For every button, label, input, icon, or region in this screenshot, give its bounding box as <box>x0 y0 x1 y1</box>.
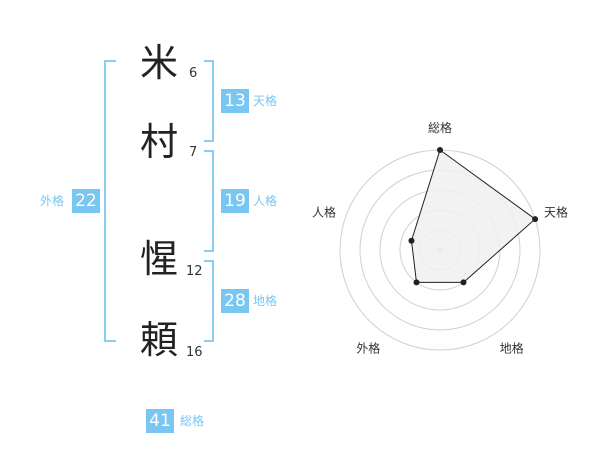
tenkaku-label: 天格 <box>253 94 278 108</box>
gaikaku-label: 外格 <box>40 194 65 208</box>
radar-point-1 <box>437 147 443 153</box>
name-char-1-strokes: 6 <box>189 66 198 81</box>
gaikaku-bracket <box>104 60 116 342</box>
radar-axis-label-3: 地格 <box>500 341 524 356</box>
name-char-4-strokes: 16 <box>186 345 203 360</box>
soukaku-value: 41 <box>146 409 174 433</box>
jinkaku-value: 19 <box>221 189 249 213</box>
chikaku-bracket <box>204 260 214 342</box>
radar-point-2 <box>532 216 539 223</box>
jinkaku-bracket <box>204 150 214 252</box>
tenkaku-bracket <box>204 60 214 142</box>
gaikaku-value: 22 <box>72 189 100 213</box>
tenkaku-value: 13 <box>221 89 249 113</box>
name-char-1: 米 <box>139 41 178 85</box>
radar-point-5 <box>408 237 415 244</box>
radar-point-4 <box>413 279 420 286</box>
soukaku-label: 総格 <box>180 414 205 428</box>
name-char-3: 惺 <box>139 237 178 281</box>
name-char-3-strokes: 12 <box>186 264 203 279</box>
radar-axis-label-1: 総格 <box>428 120 452 135</box>
radar-axis-label-5: 人格 <box>312 204 336 219</box>
chikaku-label: 地格 <box>253 294 278 308</box>
chikaku-value: 28 <box>221 289 249 313</box>
radar-point-3 <box>460 279 467 286</box>
name-char-2: 村 <box>139 120 178 164</box>
name-char-4: 頼 <box>139 318 178 362</box>
radar-axis-label-4: 外格 <box>356 341 380 356</box>
jinkaku-label: 人格 <box>253 194 278 208</box>
name-char-2-strokes: 7 <box>189 145 198 160</box>
radar-axis-label-2: 天格 <box>544 204 568 219</box>
radar-polygon <box>410 149 536 283</box>
